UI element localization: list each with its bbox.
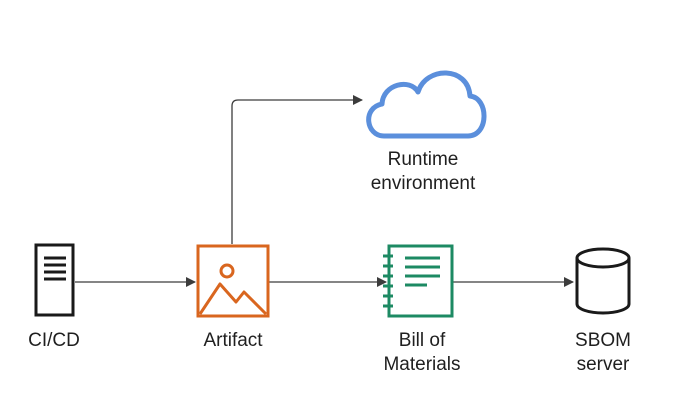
image-artifact-icon <box>196 244 270 318</box>
database-cylinder-icon <box>575 247 631 315</box>
edge-artifact-to-runtime <box>231 95 363 244</box>
cicd-label: CI/CD <box>28 330 80 351</box>
cloud-icon <box>366 70 487 139</box>
server-document-icon <box>34 243 75 317</box>
runtime-label: Runtime environment <box>370 149 476 194</box>
bom-label: Bill of Materials <box>383 330 461 375</box>
sbom-label: SBOM server <box>575 330 631 375</box>
artifact-label: Artifact <box>203 330 263 351</box>
notebook-icon <box>383 244 454 318</box>
